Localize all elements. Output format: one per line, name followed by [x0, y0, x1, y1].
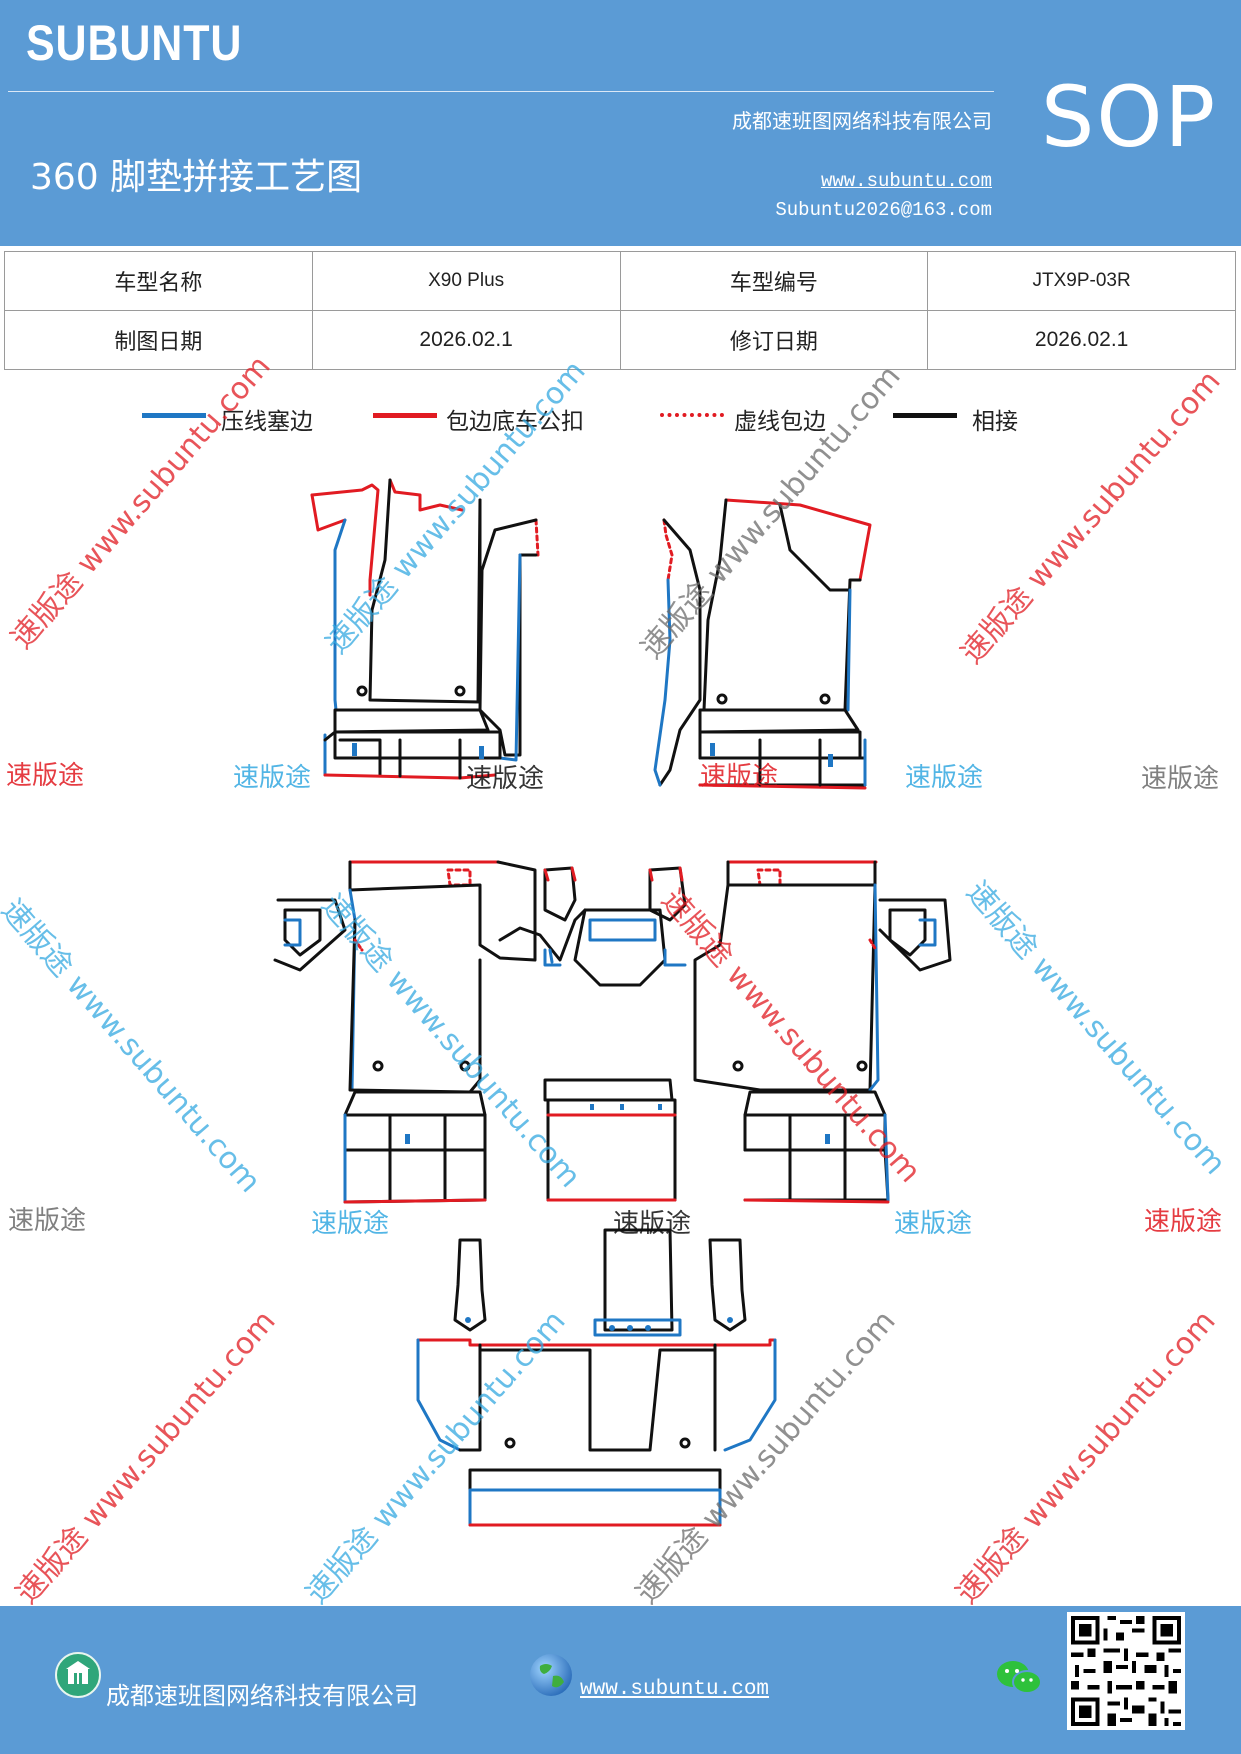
footer-company-name: 成都速班图网络科技有限公司	[106, 1682, 418, 1710]
legend-label: 相接	[972, 409, 1018, 435]
line-legend: 压线塞边 包边底车公扣 虚线包边 相接	[0, 400, 1241, 440]
table-cell: JTX9P-03R	[927, 251, 1236, 311]
mat-middle-center	[498, 866, 687, 1202]
company-name: 成都速班图网络科技有限公司	[732, 109, 992, 133]
floor-mat-diagram	[273, 478, 952, 1527]
email-text: Subuntu2026@163.com	[775, 199, 992, 221]
table-cell: 车型名称	[4, 251, 313, 311]
legend-label: 压线塞边	[221, 409, 313, 435]
table-cell: 车型编号	[619, 251, 929, 311]
mat-middle-left	[273, 860, 537, 1204]
mat-rear	[416, 1228, 777, 1527]
mat-front-right	[653, 498, 872, 790]
watermark-text: 速版途	[466, 764, 545, 794]
footer-banner: 成都速班图网络科技有限公司 www.subuntu.com	[0, 1606, 1241, 1754]
mat-middle-right	[693, 860, 952, 1204]
website-link[interactable]: www.subuntu.com	[820, 170, 992, 192]
table-cell: X90 Plus	[311, 251, 621, 311]
watermark-text: 速版途	[905, 763, 984, 793]
document-title: 360 脚垫拼接工艺图	[30, 157, 363, 198]
watermark-text: 速版途	[1144, 1207, 1223, 1237]
sop-label: SOP	[1041, 68, 1218, 166]
watermark-text: 速版途	[700, 762, 779, 792]
legend-swatch-red	[373, 413, 437, 418]
header-banner: SUBUNTU 360 脚垫拼接工艺图 成都速班图网络科技有限公司 www.su…	[0, 0, 1241, 246]
qr-code-pattern	[1067, 1612, 1185, 1730]
watermark-text: 速版途	[311, 1209, 390, 1239]
qr-code	[1067, 1612, 1185, 1730]
table-cell: 2026.02.1	[311, 310, 621, 370]
table-cell: 2026.02.1	[927, 310, 1236, 370]
watermark-text: 速版途	[1141, 764, 1220, 794]
watermark-text: 速版途	[8, 1206, 87, 1236]
legend-swatch-blue	[142, 413, 206, 418]
footer-website-link[interactable]: www.subuntu.com	[580, 1678, 770, 1701]
brand-logo: SUBUNTU	[26, 15, 243, 71]
legend-swatch-dotted	[660, 413, 724, 417]
table-cell: 修订日期	[619, 310, 929, 370]
legend-label: 虚线包边	[734, 409, 826, 435]
building-icon	[55, 1652, 101, 1698]
vehicle-info-table: 车型名称 X90 Plus 车型编号 JTX9P-03R 制图日期 2026.0…	[4, 251, 1236, 370]
watermark-text: 速版途	[613, 1209, 692, 1239]
globe-icon	[530, 1654, 572, 1696]
table-cell: 制图日期	[4, 310, 313, 370]
watermark-text: 速版途	[233, 763, 312, 793]
header-divider	[8, 91, 994, 92]
legend-label: 包边底车公扣	[446, 409, 584, 435]
table-row: 车型名称 X90 Plus 车型编号 JTX9P-03R	[4, 251, 1236, 311]
table-row: 制图日期 2026.02.1 修订日期 2026.02.1	[4, 310, 1236, 370]
wechat-icon[interactable]	[995, 1658, 1043, 1698]
mat-front-left	[310, 478, 540, 780]
watermark-text: 速版途	[6, 761, 85, 791]
watermark-text: 速版途	[894, 1209, 973, 1239]
legend-swatch-black	[893, 413, 957, 418]
